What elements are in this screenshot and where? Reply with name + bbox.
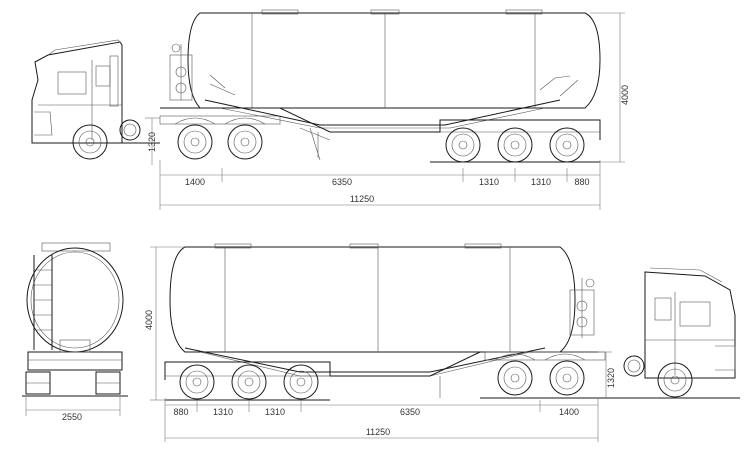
- bottom-dim-fifth-wheel: 1320: [606, 368, 616, 388]
- top-valve-assembly: [169, 43, 236, 101]
- top-dim-1310a: 1310: [479, 177, 499, 187]
- bottom-dim-6350: 6350: [400, 407, 420, 417]
- bottom-dim-880: 880: [173, 407, 188, 417]
- top-tractor-wheel-rear1: [177, 124, 213, 160]
- bottom-dimensions: 4000 1320 880 1310 1310 6350 1400 11250: [144, 246, 616, 442]
- top-side-view: 4000 1320 1400 6350 1310 1310 880 11250: [31, 9, 630, 210]
- top-trailer-wheel-2: [497, 127, 533, 163]
- top-tractor-wheel-front: [72, 124, 108, 160]
- bottom-trailer-wheel-3: [283, 364, 319, 400]
- top-dim-1400: 1400: [185, 177, 205, 187]
- bottom-dim-1310b: 1310: [265, 407, 285, 417]
- top-dim-height: 4000: [620, 85, 630, 105]
- bottom-trailer-wheel-1: [179, 364, 215, 400]
- top-dim-fifth-wheel: 1320: [147, 132, 157, 152]
- bottom-trailer-wheel-2: [231, 364, 267, 400]
- bottom-side-view: 4000 1320 880 1310 1310 6350 1400 11250: [144, 243, 740, 442]
- bottom-dim-overall: 11250: [366, 427, 390, 437]
- bottom-valve-assembly: [569, 278, 595, 338]
- bottom-dim-1400: 1400: [559, 407, 579, 417]
- top-trailer-wheel-3: [549, 127, 585, 163]
- bottom-tank: [169, 243, 576, 377]
- top-tractor-cab: [31, 39, 160, 144]
- top-dim-overall: 11250: [350, 194, 374, 204]
- top-dim-880: 880: [574, 177, 589, 187]
- bottom-tractor-wheel-front: [657, 362, 693, 398]
- top-tank: [187, 9, 601, 161]
- top-trailer-wheel-1: [445, 127, 481, 163]
- bottom-dim-height: 4000: [144, 310, 154, 330]
- bottom-tractor-wheel-rear2: [549, 360, 585, 396]
- top-spare-wheel: [119, 119, 141, 141]
- top-tractor-wheel-rear2: [227, 124, 263, 160]
- top-dim-1310b: 1310: [531, 177, 551, 187]
- bottom-spare-wheel: [623, 355, 645, 377]
- bottom-tractor-cab: [644, 267, 736, 379]
- rear-view: 2550: [22, 242, 128, 422]
- top-dimensions: 4000 1320 1400 6350 1310 1310 880 11250: [145, 12, 630, 210]
- bottom-tractor-wheel-rear1: [497, 360, 533, 396]
- rear-dim-width: 2550: [62, 412, 82, 422]
- top-dim-6350: 6350: [332, 177, 352, 187]
- bottom-dim-1310a: 1310: [213, 407, 233, 417]
